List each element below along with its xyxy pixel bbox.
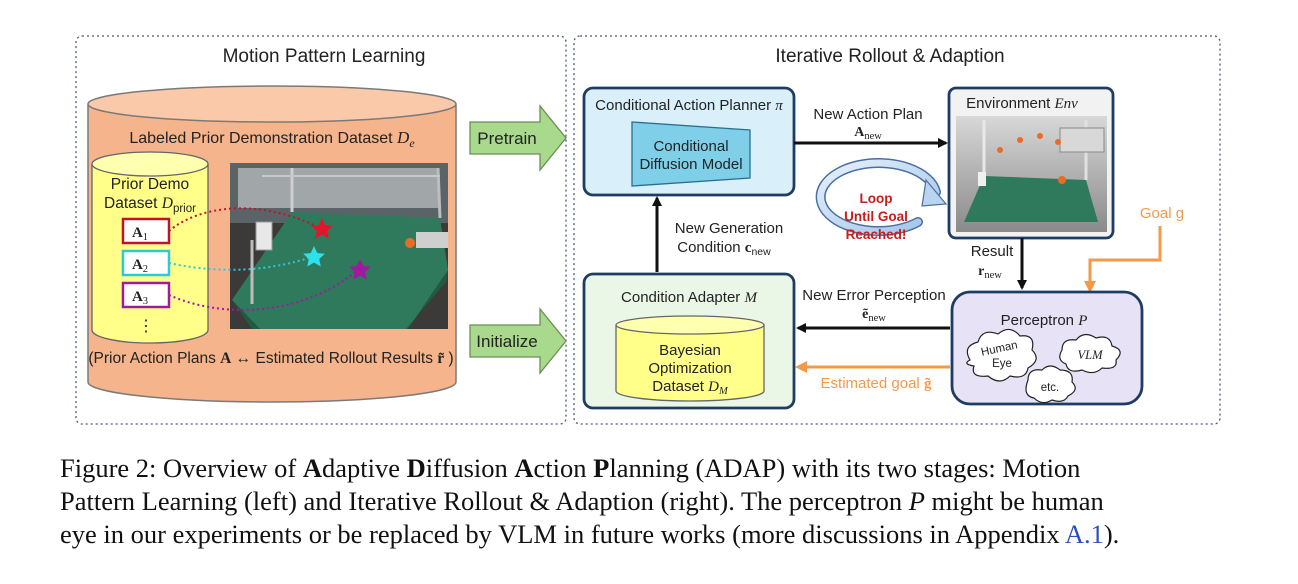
result-label: Result — [971, 243, 1014, 260]
pretrain-arrow: Pretrain — [469, 104, 567, 172]
environment-title: Environment Env — [966, 95, 1078, 112]
loop-label-3: Reached! — [846, 227, 907, 242]
trajectory-a3 — [168, 269, 359, 311]
left-panel-border — [75, 35, 567, 425]
figure-caption: Figure 2: Overview of Adaptive Diffusion… — [60, 452, 1260, 551]
initialize-arrow: Initialize — [469, 307, 567, 375]
star-purple — [349, 259, 371, 280]
loop-label-2: Until Goal — [844, 209, 908, 224]
plan-ellipsis: ⋮ — [138, 318, 154, 335]
bo-label-3: Dataset DM — [652, 378, 729, 397]
new-generation-label-1: New Generation — [675, 220, 783, 237]
caption-line-2: Pattern Learning (left) and Iterative Ro… — [60, 486, 1104, 516]
right-panel-title: Iterative Rollout & Adaption — [775, 46, 1004, 67]
cloud-etc — [1025, 365, 1076, 404]
loop-label-1: Loop — [860, 191, 893, 206]
cloud-vlm-label: VLM — [1078, 348, 1104, 362]
condition-adapter-title: Condition Adapter M — [621, 289, 758, 306]
trajectory-a1 — [168, 207, 321, 232]
prior-demo-label-1: Prior Demo — [111, 176, 189, 193]
star-red — [311, 218, 333, 239]
cloud-human-label-2: Eye — [992, 358, 1012, 370]
new-generation-label-2: Condition cnew — [677, 239, 771, 258]
new-error-label: New Error Perception — [802, 287, 945, 304]
perceptron-title: Perceptron P — [1001, 312, 1088, 329]
caption-line-3: eye in our experiments or be replaced by… — [60, 519, 1120, 549]
trajectory-a2 — [168, 256, 313, 271]
svg-text:Initialize: Initialize — [476, 332, 537, 351]
loop-indicator — [815, 158, 948, 237]
result-symbol: rnew — [978, 264, 1002, 281]
environment-photo — [956, 116, 1107, 232]
left-panel-title: Motion Pattern Learning — [223, 46, 426, 67]
cloud-etc-label: etc. — [1041, 382, 1060, 394]
demo-scene-photo — [230, 163, 448, 329]
diffusion-model-trapezoid — [631, 121, 751, 187]
right-panel-border — [573, 35, 1221, 425]
plan-box-a3: A3 — [121, 281, 171, 309]
labeled-dataset-label: Labeled Prior Demonstration Dataset De — [129, 128, 415, 150]
prior-demo-label-2: Dataset Dprior — [104, 195, 196, 215]
bo-label-1: Bayesian — [659, 342, 721, 359]
caption-line-1: Figure 2: Overview of Adaptive Diffusion… — [60, 453, 1081, 483]
diffusion-model-label-1: Conditional — [653, 138, 728, 155]
new-error-symbol: ẽnew — [862, 307, 886, 324]
plan-box-a2: A2 — [121, 249, 171, 277]
bo-dataset-cylinder — [615, 315, 765, 402]
goal-label: Goal g — [1140, 205, 1184, 222]
prior-plans-caption: (Prior Action Plans A ↔ Estimated Rollou… — [88, 350, 453, 367]
svg-text:A2: A2 — [132, 257, 148, 275]
estimated-goal-label: Estimated goal g̃ — [821, 375, 932, 392]
star-cyan — [303, 246, 325, 267]
bo-label-2: Optimization — [648, 360, 731, 377]
planner-title: Conditional Action Planner π — [595, 97, 783, 114]
svg-text:A1: A1 — [132, 225, 148, 243]
adap-diagram: Motion Pattern Learning Labeled Prior De… — [75, 35, 1221, 425]
arrow-goal-to-perceptron — [1084, 226, 1162, 293]
cloud-vlm — [1059, 333, 1121, 374]
diffusion-model-label-2: Diffusion Model — [639, 156, 742, 173]
plan-box-a1: A1 — [121, 217, 171, 245]
appendix-link[interactable]: A.1 — [1064, 519, 1104, 549]
svg-text:Pretrain: Pretrain — [477, 129, 537, 148]
cloud-human-eye — [966, 328, 1037, 382]
new-action-plan-symbol: Anew — [854, 125, 882, 142]
new-action-plan-label: New Action Plan — [813, 106, 922, 123]
svg-text:A3: A3 — [132, 289, 148, 307]
